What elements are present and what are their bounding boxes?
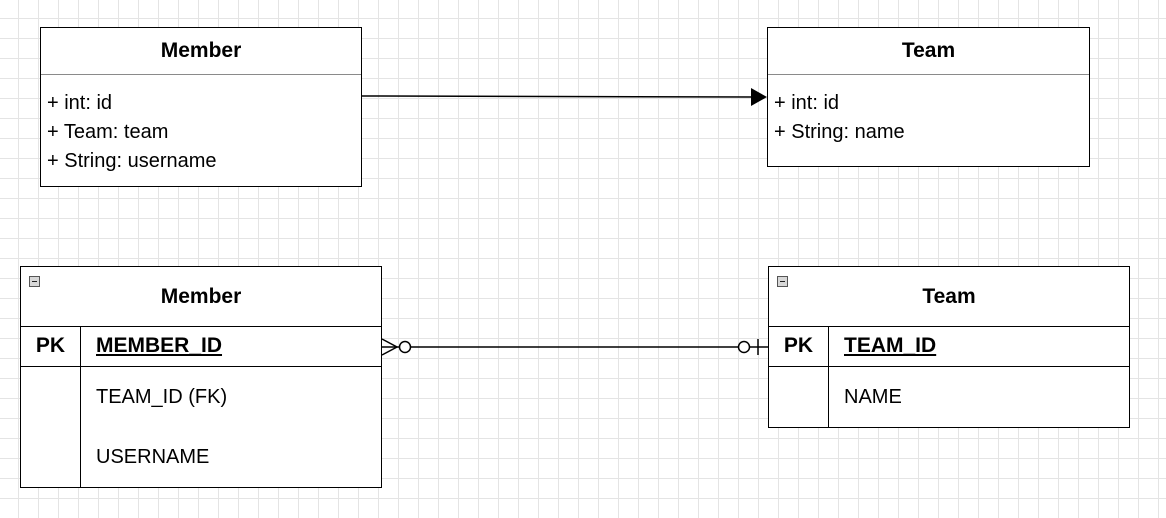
pk-column-team-id: TEAM_ID: [844, 334, 937, 357]
class-member-title: Member: [41, 28, 361, 75]
zero-circle-icon: [737, 340, 751, 354]
table-member[interactable]: Member PK MEMBER_ID TEAM_ID (FK) USERNAM…: [20, 266, 382, 488]
pk-column-member-id: MEMBER_ID: [96, 334, 223, 357]
crows-foot-icon: [381, 338, 399, 356]
column-divider: [828, 326, 829, 427]
table-member-pk-row: PK MEMBER_ID: [21, 326, 381, 367]
attribute-team: + Team: team: [47, 121, 169, 143]
zero-circle-icon: [398, 340, 412, 354]
class-team[interactable]: Team + int: id + String: name: [767, 27, 1090, 167]
column-username: USERNAME: [96, 446, 210, 468]
table-team[interactable]: Team PK TEAM_ID NAME: [768, 266, 1130, 428]
association-line[interactable]: [361, 95, 753, 98]
pk-label: PK: [783, 334, 814, 357]
class-team-title: Team: [768, 28, 1089, 75]
column-team-id-fk: TEAM_ID (FK): [96, 386, 228, 408]
table-member-title: Member: [160, 284, 242, 308]
collapse-icon[interactable]: [29, 276, 40, 287]
table-team-header: Team: [769, 267, 1129, 327]
column-divider: [80, 326, 81, 487]
class-team-attributes: + int: id + String: name: [768, 75, 1089, 147]
attribute-id: + int: id: [774, 92, 840, 114]
table-team-pk-row: PK TEAM_ID: [769, 326, 1129, 367]
attribute-name: + String: name: [774, 121, 905, 143]
attribute-username: + String: username: [47, 150, 217, 172]
attribute-id: + int: id: [47, 92, 113, 114]
class-member-attributes: + int: id + Team: team + String: usernam…: [41, 75, 361, 176]
arrowhead-icon: [751, 88, 767, 106]
table-team-title: Team: [922, 284, 976, 308]
column-name: NAME: [844, 386, 902, 408]
collapse-icon[interactable]: [777, 276, 788, 287]
pk-label: PK: [35, 334, 66, 357]
class-member[interactable]: Member + int: id + Team: team + String: …: [40, 27, 362, 187]
table-member-header: Member: [21, 267, 381, 327]
